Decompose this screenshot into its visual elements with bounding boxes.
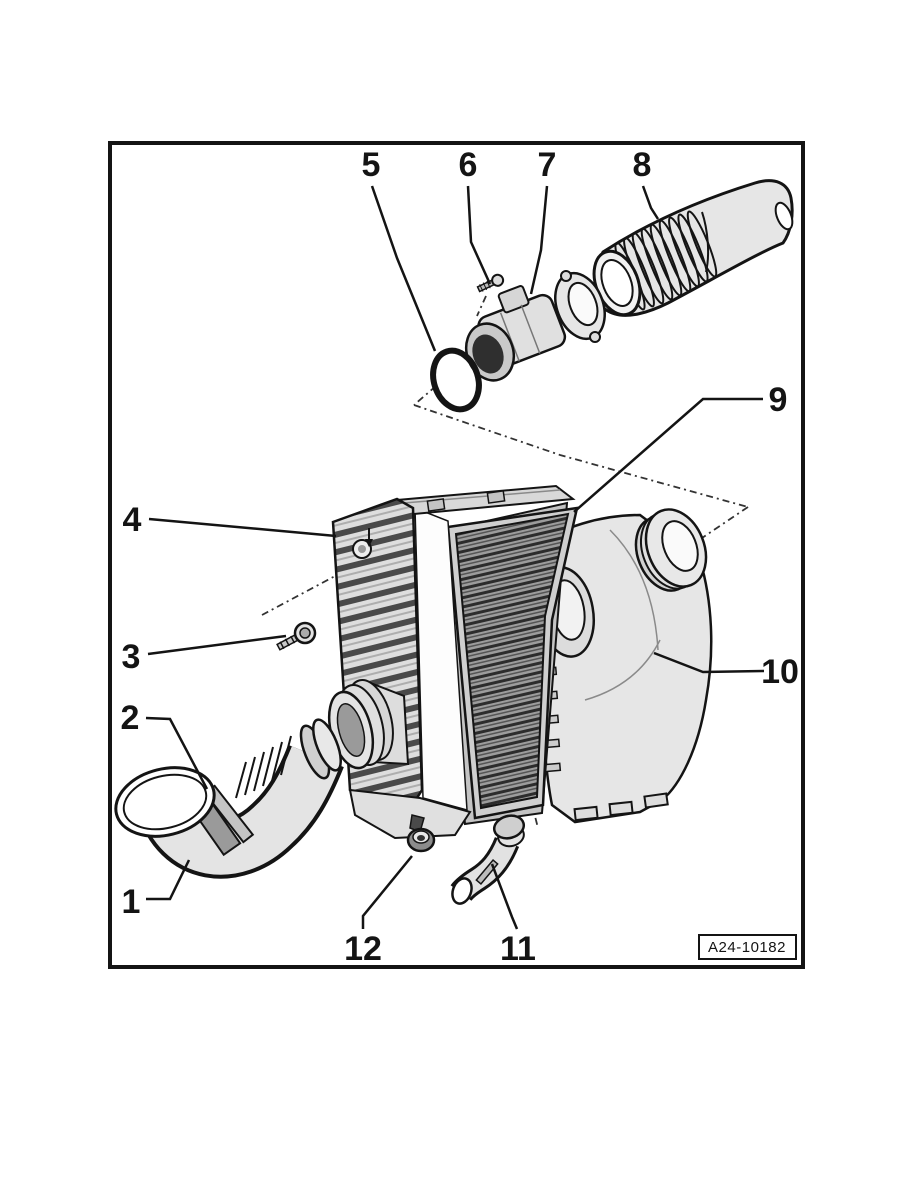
leader-12 (361, 855, 413, 929)
cover-rim-clips (426, 490, 506, 512)
callout-label-9: 9 (769, 381, 788, 419)
hose11-collar (492, 814, 526, 840)
leader-11 (490, 863, 519, 930)
maf-flange-tab (560, 270, 572, 282)
callout-label-4: 4 (123, 501, 142, 539)
axis-to-collar (701, 506, 749, 539)
leader-2 (145, 716, 209, 790)
hose-end-notch (774, 201, 794, 231)
figure-code-text: A24-10182 (708, 939, 786, 956)
leader-7 (529, 185, 549, 295)
maf-adapter-bore (567, 281, 599, 327)
leader-9 (573, 397, 763, 513)
filter-pleats (454, 512, 570, 810)
callout-label-12: 12 (344, 930, 382, 968)
housing-contour-line (609, 529, 659, 651)
axis-screw6 (476, 295, 487, 317)
hose11-open-end (451, 877, 473, 905)
maf-inlet-bore (472, 334, 504, 374)
callout-label-6: 6 (459, 146, 478, 184)
leader-8 (641, 185, 660, 220)
elbow-corrugation (235, 735, 292, 799)
part-11-drain-hose (450, 814, 526, 905)
hose-section-divider (701, 211, 710, 273)
callout-label-1: 1 (122, 883, 141, 921)
elbow-flange-ring (312, 718, 342, 772)
elbow-tube (139, 746, 341, 875)
callout-label-10: 10 (761, 653, 799, 691)
callout-numbers: 1 2 3 4 5 6 7 8 9 10 11 12 (121, 146, 799, 968)
housing-feet (573, 792, 669, 822)
part-4-air-cleaner-cover (327, 484, 576, 840)
part-12-grommet (406, 827, 436, 853)
screw3-head-center (299, 627, 311, 639)
part-7-maf-sensor (464, 270, 606, 382)
hose-mouth-rim (600, 259, 634, 307)
part-3-screw (276, 621, 317, 651)
part-8-corrugated-hose (592, 179, 794, 317)
elbow-mouth-rim (122, 773, 208, 831)
screw6-head (491, 273, 505, 287)
leader-1 (146, 859, 191, 901)
leader-lines (145, 185, 765, 930)
figure-code-border (698, 934, 797, 960)
callout-label-8: 8 (633, 146, 652, 184)
callout-label-5: 5 (362, 146, 381, 184)
figure-code-box: A24-10182 (698, 934, 797, 960)
leader-6 (466, 185, 492, 285)
cover-spout-bore (336, 702, 366, 758)
callout-label-3: 3 (122, 638, 141, 676)
leader-4 (148, 517, 337, 538)
callout-label-7: 7 (538, 146, 557, 184)
axis-oring (413, 385, 437, 406)
part-5-o-ring (430, 347, 482, 413)
leader-3 (147, 634, 287, 656)
cover-screw-arrowhead (365, 539, 373, 547)
callout-label-11: 11 (500, 930, 536, 968)
grommet-hole (417, 835, 425, 841)
axis-long-diagonal (413, 404, 749, 508)
part-1-intake-elbow (114, 718, 344, 879)
callout-label-2: 2 (121, 699, 140, 737)
maf-flange-tab (589, 331, 601, 343)
leader-5 (370, 185, 437, 352)
housing-collar-opening (661, 520, 699, 572)
diagram-frame-border (108, 141, 805, 969)
leader-10 (653, 651, 765, 674)
cover-bottom-tray (348, 788, 472, 840)
housing-contour-line (584, 639, 661, 701)
cover-screw-boss-center (358, 545, 366, 553)
